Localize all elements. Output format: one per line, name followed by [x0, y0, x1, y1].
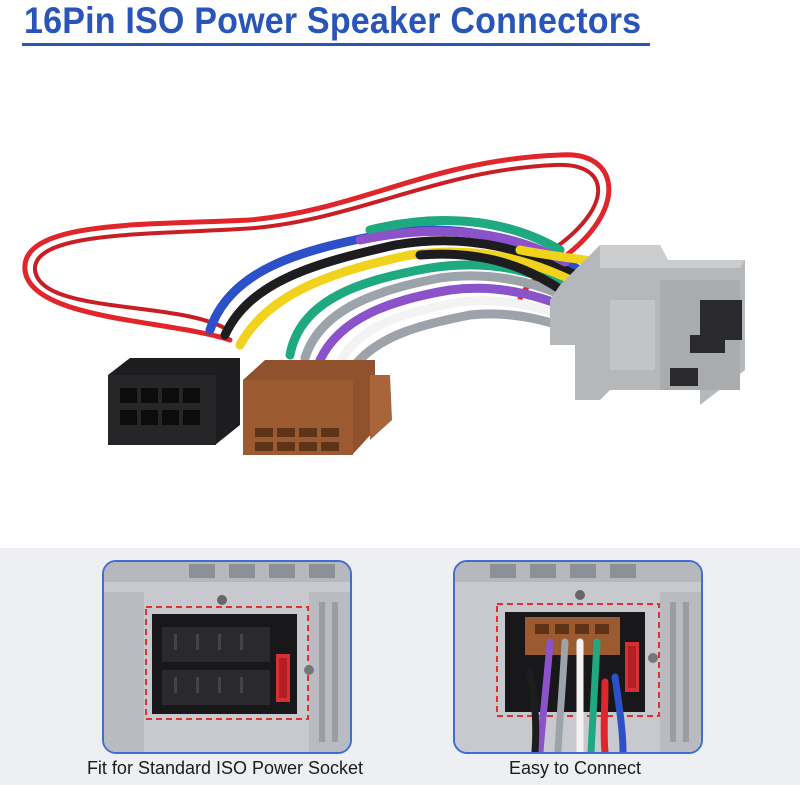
- connected-socket-card: [453, 560, 703, 754]
- page-title: 16Pin ISO Power Speaker Connectors: [24, 0, 642, 41]
- caption-easy-connect: Easy to Connect: [508, 758, 642, 778]
- iso-socket-icon: [104, 562, 350, 752]
- caption-iso-socket: Fit for Standard ISO Power Socket: [86, 758, 364, 778]
- product-image: [0, 60, 800, 540]
- wiring-harness-icon: [22, 152, 745, 455]
- iso-socket-card: [102, 560, 352, 754]
- black-connector: [108, 358, 240, 445]
- brown-connector: [243, 360, 392, 455]
- title-underline: [22, 43, 650, 46]
- connected-socket-icon: [455, 562, 701, 752]
- gray-connector: [550, 245, 745, 405]
